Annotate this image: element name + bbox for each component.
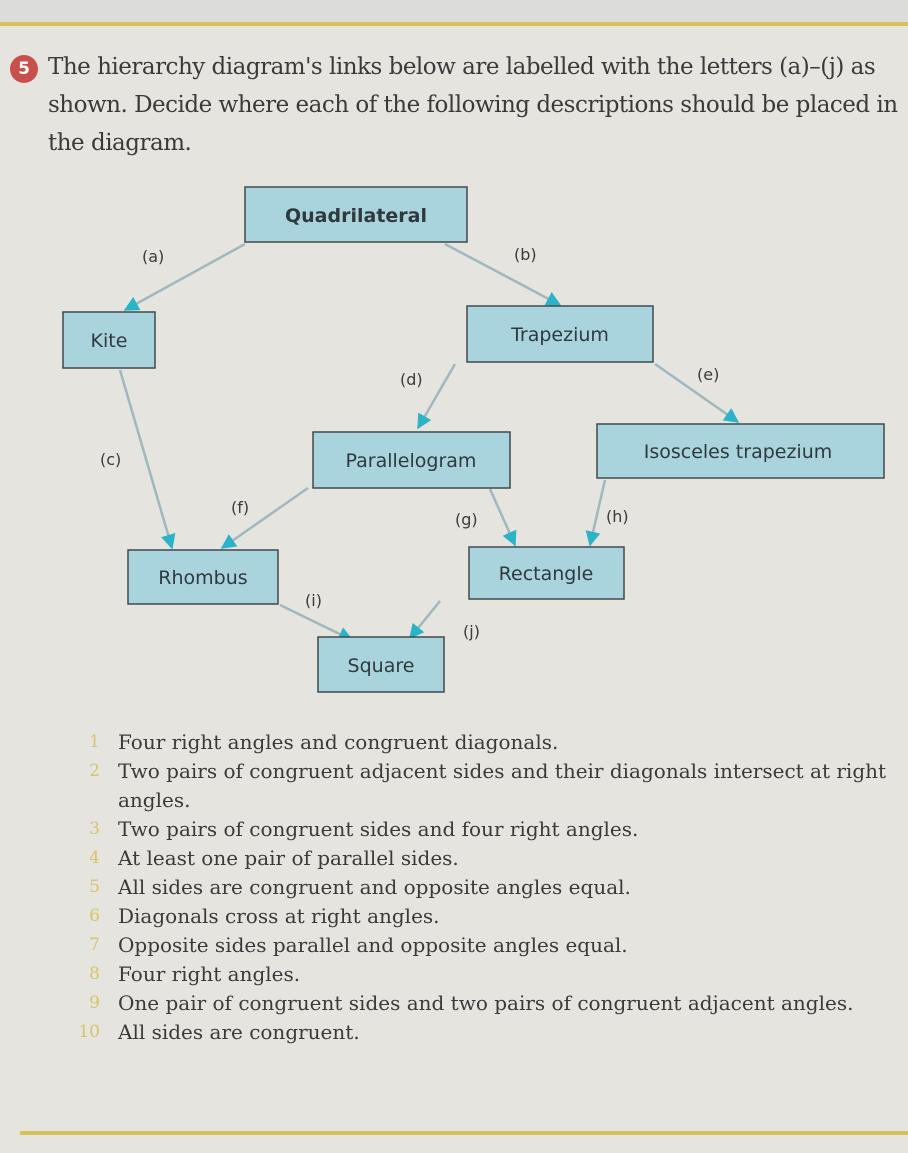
item-number: 6 (89, 906, 100, 926)
item-number: 7 (89, 935, 100, 955)
link-e-label: (e) (697, 365, 719, 384)
node-parallelogram: Parallelogram (346, 450, 477, 472)
item-number: 2 (89, 761, 100, 781)
link-c-label: (c) (100, 450, 121, 469)
node-kite: Kite (91, 330, 128, 352)
node-rectangle: Rectangle (499, 563, 594, 585)
bottom-rule (20, 1131, 908, 1135)
item-text: Opposite sides parallel and opposite ang… (118, 933, 628, 957)
item-number: 5 (89, 877, 100, 897)
list-item: 8 Four right angles. (70, 960, 908, 989)
item-text: At least one pair of parallel sides. (118, 846, 459, 870)
node-square: Square (348, 655, 415, 677)
list-item: 9 One pair of congruent sides and two pai… (70, 989, 908, 1018)
link-i-label: (i) (305, 591, 322, 610)
node-quadrilateral: Quadrilateral (285, 205, 427, 227)
link-f-label: (f) (231, 498, 249, 517)
node-trapezium-box (466, 305, 654, 363)
link-a-arrow (123, 242, 246, 312)
item-text: One pair of congruent sides and two pair… (118, 991, 854, 1015)
list-item: 6 Diagonals cross at right angles. (70, 902, 908, 931)
link-j-arrow (409, 600, 441, 640)
item-text: Four right angles. (118, 962, 301, 986)
item-number: 10 (78, 1022, 100, 1042)
link-c-arrow (118, 369, 176, 550)
node-parallelogram-box (312, 431, 511, 489)
item-text: All sides are congruent. (118, 1020, 360, 1044)
item-number: 9 (89, 993, 100, 1013)
link-a-label: (a) (142, 247, 164, 266)
question-number-badge: 5 (10, 55, 38, 83)
list-item: 10 All sides are congruent. (70, 1018, 908, 1047)
link-i-arrow (279, 603, 354, 642)
node-isosceles-trapezium: Isosceles trapezium (644, 441, 833, 463)
node-rhombus-box (127, 549, 279, 605)
item-text: Two pairs of congruent sides and four ri… (118, 817, 639, 841)
node-isosceles-trapezium-box (596, 423, 885, 479)
link-j-label: (j) (463, 622, 480, 641)
node-square-box (317, 636, 445, 693)
link-g-arrow (488, 488, 517, 547)
item-text: Four right angles and congruent diagonal… (118, 730, 559, 754)
list-item: 4 At least one pair of parallel sides. (70, 844, 908, 873)
node-kite-box (62, 311, 156, 369)
node-rectangle-box (468, 546, 625, 600)
node-quadrilateral-box (244, 186, 468, 243)
list-item: 7 Opposite sides parallel and opposite an… (70, 931, 908, 960)
item-text: Diagonals cross at right angles. (118, 904, 440, 928)
link-h-arrow (585, 479, 607, 547)
item-text: All sides are congruent and opposite ang… (118, 875, 631, 899)
link-b-label: (b) (514, 245, 537, 264)
list-item: 3 Two pairs of congruent sides and four r… (70, 815, 908, 844)
descriptions-list: 1 Four right angles and congruent diagona… (70, 728, 908, 1047)
list-item: 2 Two pairs of congruent adjacent sides a… (70, 757, 908, 815)
list-item: 1 Four right angles and congruent diagona… (70, 728, 908, 757)
item-number: 4 (89, 848, 100, 868)
node-rhombus: Rhombus (158, 567, 247, 589)
item-text: Two pairs of congruent adjacent sides an… (118, 759, 887, 812)
item-number: 3 (89, 819, 100, 839)
link-f-arrow (220, 486, 309, 550)
link-d-arrow (416, 363, 457, 430)
link-h-label: (h) (606, 507, 629, 526)
link-d-label: (d) (400, 370, 423, 389)
item-number: 1 (89, 732, 100, 752)
link-b-arrow (444, 242, 562, 307)
item-number: 8 (89, 964, 100, 984)
list-item: 5 All sides are congruent and opposite an… (70, 873, 908, 902)
link-g-label: (g) (455, 510, 478, 529)
question-prompt: The hierarchy diagram's links below are … (48, 54, 898, 156)
link-e-arrow (654, 362, 740, 424)
node-trapezium: Trapezium (510, 324, 609, 346)
